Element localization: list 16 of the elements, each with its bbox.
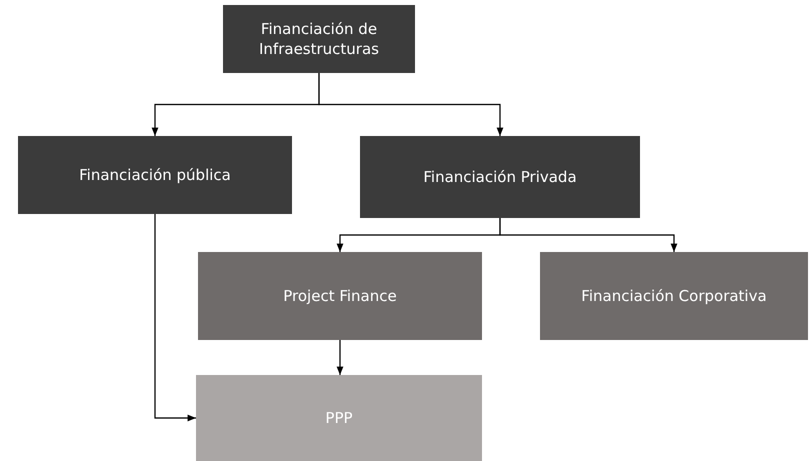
process-box: [223, 5, 415, 73]
box-label: Project Finance: [283, 286, 397, 306]
process-box: [360, 136, 640, 218]
box-label: Financiación pública: [79, 164, 231, 186]
process-box: [540, 252, 808, 340]
arrow: [336, 340, 344, 375]
box-label: Financiación Corporativa: [581, 286, 767, 306]
box-label: Financiación de Infraestructuras: [258, 18, 380, 60]
process-box: [196, 375, 482, 461]
arrow: [154, 214, 196, 422]
arrow: [318, 73, 504, 136]
box-label: Financiación Privada: [423, 166, 577, 188]
box-label: PPP: [325, 408, 353, 428]
arrow: [499, 218, 678, 252]
process-box: [198, 252, 482, 340]
process-box: [18, 136, 292, 214]
